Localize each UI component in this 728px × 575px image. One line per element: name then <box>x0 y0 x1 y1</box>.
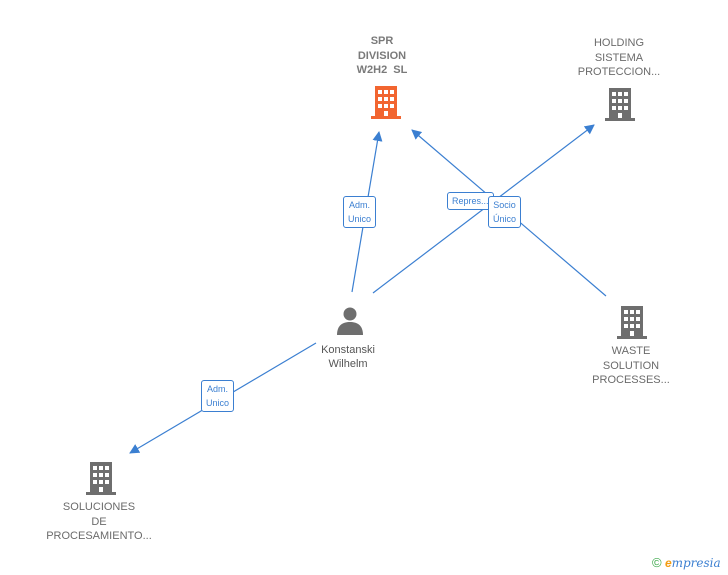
node-label-line: SPR <box>370 35 394 47</box>
building-icon[interactable] <box>85 460 117 496</box>
node-label-holding-sistema[interactable]: HOLDING SISTEMA PROTECCION... <box>562 36 676 80</box>
node-label-line: DIVISION <box>357 49 407 62</box>
building-icon[interactable] <box>604 86 636 122</box>
brand-watermark: © empresia <box>652 555 721 570</box>
node-label-line: PROCESAMIENTO... <box>46 530 152 542</box>
person-label-konstanski[interactable]: Konstanski Wilhelm <box>298 343 398 371</box>
brand-logo-letter: e <box>664 556 672 570</box>
node-label-line: SISTEMA <box>594 51 644 64</box>
building-icon[interactable] <box>370 84 402 120</box>
edge-label-line: Adm. <box>207 384 229 394</box>
node-label-spr-division[interactable]: SPR DIVISION W2H2 SL <box>332 34 432 78</box>
edge-label-socio-unico[interactable]: Socio Único <box>488 196 522 228</box>
node-label-line: SOLUTION <box>602 359 660 372</box>
edge-label-line: Adm. <box>349 200 371 210</box>
node-label-line: WASTE <box>611 345 651 357</box>
node-label-line: PROCESSES... <box>592 374 670 386</box>
copyright-symbol: © <box>652 555 662 570</box>
edge-label-adm-unico-soluciones[interactable]: Adm. Unico <box>201 380 235 412</box>
node-label-waste-solution[interactable]: WASTE SOLUTION PROCESSES... <box>574 344 688 388</box>
edge-label-line: Único <box>493 214 517 224</box>
person-label-line: Wilhelm <box>328 358 368 370</box>
node-label-line: W2H2 SL <box>356 64 408 76</box>
edge-label-repres[interactable]: Repres... <box>447 192 494 210</box>
building-icon[interactable] <box>616 304 648 340</box>
node-label-line: DE <box>91 515 107 528</box>
edge-label-adm-unico-spr[interactable]: Adm. Unico <box>343 196 377 228</box>
edge-label-line: Unico <box>348 214 372 224</box>
edge-label-line: Socio <box>493 200 516 210</box>
person-label-line: Konstanski <box>321 344 375 356</box>
brand-name: mpresia <box>671 556 721 570</box>
node-label-soluciones[interactable]: SOLUCIONES DE PROCESAMIENTO... <box>34 500 164 544</box>
edge-label-line: Repres... <box>452 196 489 206</box>
edge-label-line: Unico <box>206 398 230 408</box>
node-label-line: SOLUCIONES <box>62 501 136 513</box>
node-label-line: PROTECCION... <box>577 66 661 78</box>
person-icon[interactable] <box>335 306 365 336</box>
node-label-line: HOLDING <box>593 37 645 49</box>
